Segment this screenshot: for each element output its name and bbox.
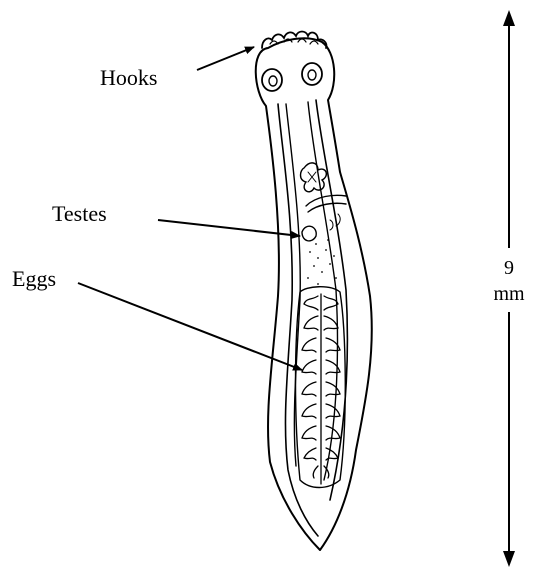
- egg-branch: [302, 360, 316, 374]
- egg-branch: [302, 382, 316, 396]
- eggs-label: Eggs: [12, 268, 56, 290]
- egg-branch: [326, 404, 340, 418]
- scale-unit: mm: [479, 284, 536, 304]
- inner-wall-right-2: [308, 102, 338, 480]
- pointer-arrows: [78, 47, 302, 370]
- sucker-right-inner: [308, 70, 316, 80]
- egg-branch: [304, 296, 318, 310]
- reproductive-organs: [301, 163, 347, 285]
- genital-duct: [306, 195, 346, 212]
- egg-branch: [302, 338, 316, 352]
- eggs-pointer: [78, 283, 302, 370]
- egg-branch: [324, 316, 338, 330]
- scale-value: 9: [479, 258, 536, 278]
- egg-branch: [304, 448, 316, 460]
- egg-branch: [304, 316, 318, 330]
- scale-arrowhead-top: [503, 10, 515, 26]
- hooks-label: Hooks: [100, 67, 157, 89]
- eggs-cluster: [302, 294, 340, 484]
- sucker-left-inner: [269, 76, 277, 86]
- ovary-detail: [308, 172, 316, 182]
- egg-branch: [302, 404, 316, 418]
- testes-mass: [302, 226, 316, 241]
- sucker-right: [302, 63, 322, 85]
- sucker-left: [262, 69, 282, 91]
- hooks-pointer: [197, 47, 254, 70]
- ovary: [301, 163, 327, 192]
- testes-label: Testes: [52, 203, 107, 225]
- hook-detail-4: [310, 41, 318, 44]
- hook-detail-3: [298, 39, 306, 42]
- scale-arrowhead-bottom: [503, 551, 515, 567]
- egg-branch: [326, 448, 338, 460]
- egg-branch: [302, 426, 316, 440]
- egg-branch: [326, 382, 340, 396]
- inner-wall-left-2: [286, 104, 300, 466]
